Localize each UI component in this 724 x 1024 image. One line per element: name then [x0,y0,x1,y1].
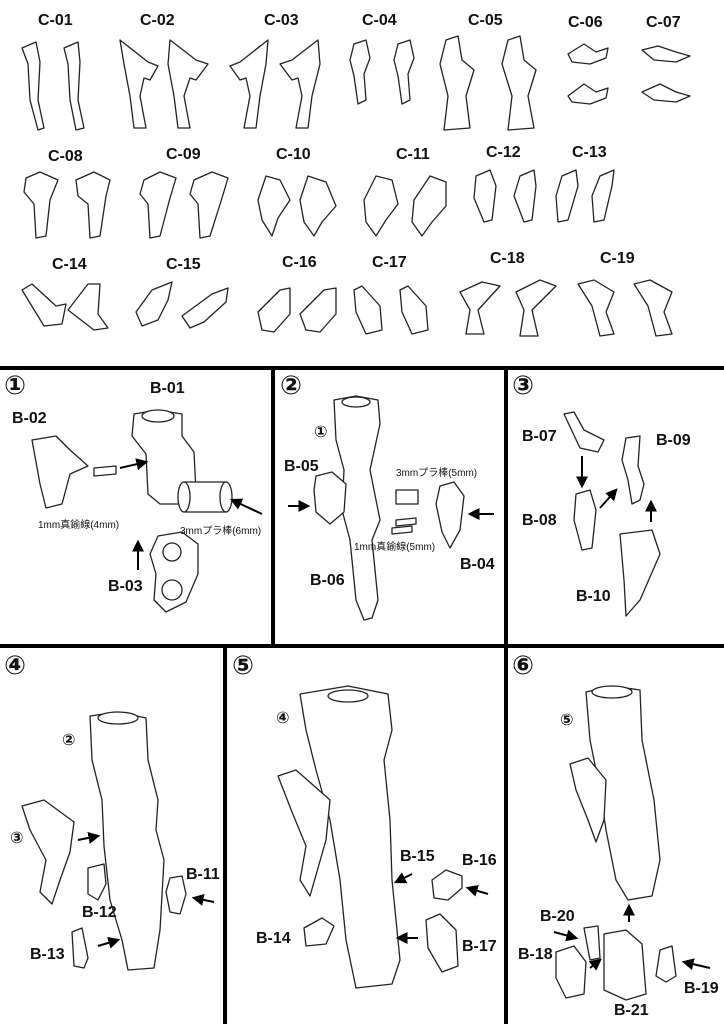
label-b16: B-16 [462,852,497,869]
step6-ref: ⑤ [560,712,574,729]
c05-parts [439,35,537,131]
step3-number: ③ [512,370,535,400]
c03-parts [229,39,321,129]
divider-s1-s2 [271,366,275,646]
divider-top [0,366,724,370]
step5-art [277,685,489,989]
note-rod-2: 3mmプラ棒(5mm) [396,468,478,479]
label-b19: B-19 [684,980,719,997]
label-c02: C-02 [140,12,175,29]
step2-number: ② [280,370,303,400]
label-b04: B-04 [460,556,495,573]
label-b06: B-06 [310,572,345,589]
label-b02: B-02 [12,410,47,427]
label-c10: C-10 [276,146,311,163]
label-c15: C-15 [166,256,201,273]
step4-ref-3: ③ [10,830,24,847]
label-c11: C-11 [396,146,430,163]
label-b09: B-09 [656,432,691,449]
label-c12: C-12 [486,144,521,161]
label-c14: C-14 [52,256,87,273]
note-rod-1: 3mmプラ棒(6mm) [180,526,262,537]
c02-parts [119,39,209,129]
label-b11: B-11 [186,866,220,883]
label-c05: C-05 [468,12,503,29]
step1-art [31,409,263,613]
note-wire-1: 1mm真鍮線(4mm) [38,520,120,531]
c12-c13-parts [473,169,615,223]
label-b15: B-15 [400,848,435,865]
label-b01: B-01 [150,380,185,397]
label-c01: C-01 [38,12,73,29]
c16-c17-parts [257,285,429,335]
label-b14: B-14 [256,930,291,947]
label-c18: C-18 [490,250,525,267]
label-b21: B-21 [614,1002,649,1019]
divider-mid [0,644,724,648]
step2-art [288,395,494,621]
divider-s4-s5 [223,644,227,1024]
c09-parts [139,171,229,239]
label-b10: B-10 [576,588,611,605]
step1-number: ① [4,370,27,400]
label-c03: C-03 [264,12,299,29]
label-b18: B-18 [518,946,553,963]
step6-number: ⑥ [512,650,535,680]
c08-parts [23,171,111,239]
label-c19: C-19 [600,250,635,267]
label-c07: C-07 [646,14,681,31]
c10-parts [257,175,337,237]
label-b03: B-03 [108,578,143,595]
step5-number: ⑤ [232,650,255,680]
label-c09: C-09 [166,146,201,163]
c06-c07-parts [567,43,691,105]
label-b12: B-12 [82,904,117,921]
c01-parts [21,41,85,131]
step4-number: ④ [4,650,27,680]
label-b17: B-17 [462,938,497,955]
step5-ref: ④ [276,710,290,727]
divider-s2-s3 [504,366,508,646]
c14-c15-parts [21,281,229,331]
label-c16: C-16 [282,254,317,271]
step4-art [21,711,215,971]
label-b08: B-08 [522,512,557,529]
label-b07: B-07 [522,428,557,445]
step3-art [563,411,661,617]
label-c06: C-06 [568,14,603,31]
step6-art [553,685,711,1001]
label-b13: B-13 [30,946,65,963]
c11-parts [363,175,447,237]
c04-parts [349,39,415,105]
label-c17: C-17 [372,254,407,271]
note-wire-2: 1mm真鍮線(5mm) [354,542,436,553]
divider-s5-s6 [504,644,508,1024]
label-b05: B-05 [284,458,319,475]
step4-ref-2: ② [62,732,76,749]
label-c08: C-08 [48,148,83,165]
step2-ref: ① [314,424,328,441]
label-b20: B-20 [540,908,575,925]
label-c04: C-04 [362,12,397,29]
c18-c19-parts [459,279,673,337]
label-c13: C-13 [572,144,607,161]
